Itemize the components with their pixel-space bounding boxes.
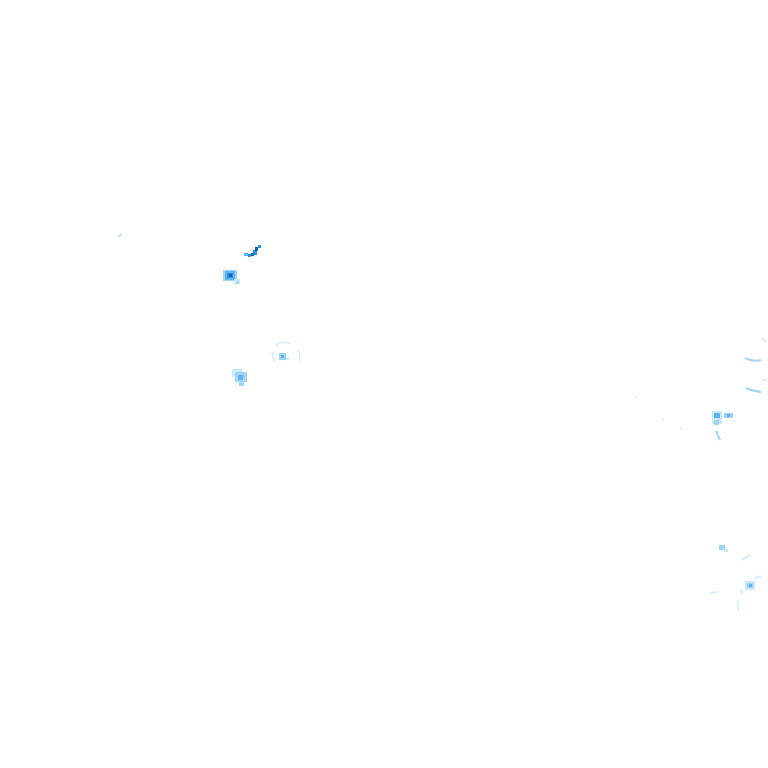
radar-echo-cell — [709, 545, 762, 611]
radar-echo-cell — [634, 337, 767, 430]
radar-echo-cell — [223, 270, 240, 284]
radar-echo-cell — [271, 341, 301, 363]
radar-echo-cell — [117, 233, 123, 238]
radar-echo-cell — [244, 245, 261, 257]
radar-echo-cell — [232, 369, 247, 386]
radar-echo-cell — [712, 411, 735, 441]
